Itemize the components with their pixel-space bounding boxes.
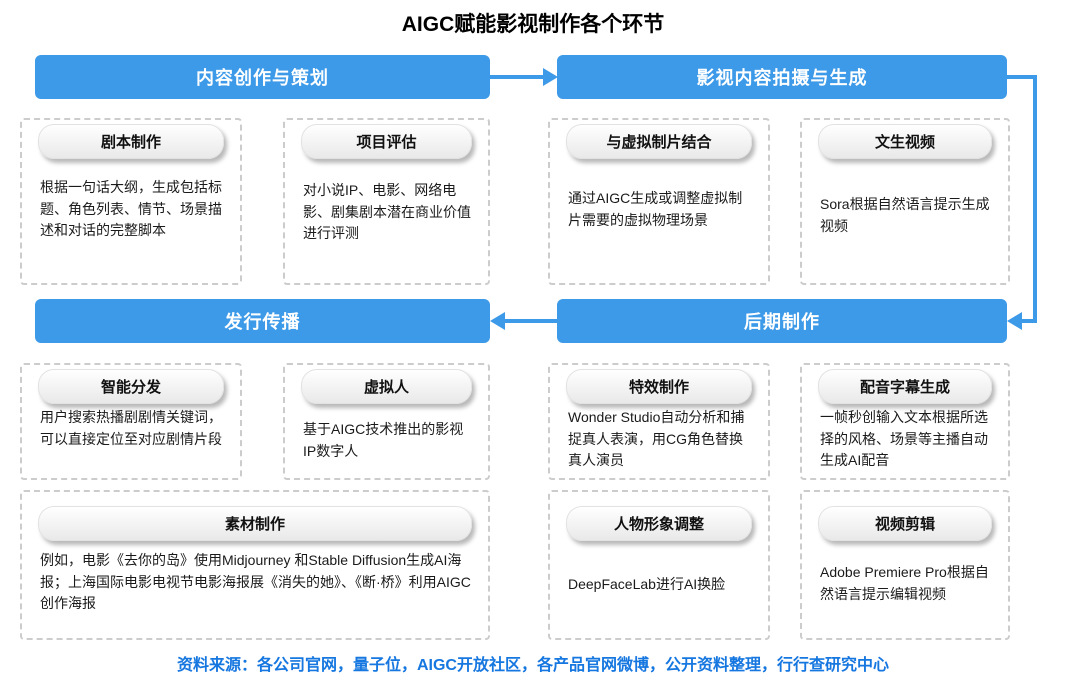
card-script-desc: 根据一句话大纲，生成包括标题、角色列表、情节、场景描述和对话的完整脚本 xyxy=(40,179,222,239)
card-dubbing-desc: 一帧秒创输入文本根据所选择的风格、场景等主播自动生成AI配音 xyxy=(820,409,988,469)
card-smart-distribution-desc: 用户搜索热播剧剧情关键词，可以直接定位至对应剧情片段 xyxy=(40,409,222,447)
card-smart-distribution-title: 智能分发 xyxy=(38,369,224,404)
card-vfx-title: 特效制作 xyxy=(566,369,752,404)
card-material-desc: 例如，电影《去你的岛》使用Midjourney 和Stable Diffusio… xyxy=(40,552,471,612)
card-video-edit-desc: Adobe Premiere Pro根据自然语言提示编辑视频 xyxy=(820,564,989,602)
page-title: AIGC赋能影视制作各个环节 xyxy=(401,13,665,36)
card-video-edit-title: 视频剪辑 xyxy=(818,506,992,541)
flow-arrow-bottom-head-icon xyxy=(490,312,505,330)
card-evaluation-desc: 对小说IP、电影、网络电影、剧集剧本潜在商业价值进行评测 xyxy=(303,182,471,242)
card-virtual-human: 虚拟人 基于AIGC技术推出的影视IP数字人 xyxy=(283,363,490,480)
card-virtual-production: 与虚拟制片结合 通过AIGC生成或调整虚拟制片需要的虚拟物理场景 xyxy=(548,118,770,285)
card-material: 素材制作 例如，电影《去你的岛》使用Midjourney 和Stable Dif… xyxy=(20,490,490,640)
card-material-title: 素材制作 xyxy=(38,506,472,541)
card-smart-distribution: 智能分发 用户搜索热播剧剧情关键词，可以直接定位至对应剧情片段 xyxy=(20,363,242,480)
card-face-adjust-desc: DeepFaceLab进行AI换脸 xyxy=(568,576,726,592)
card-vfx: 特效制作 Wonder Studio自动分析和捕捉真人表演，用CG角色替换真人演… xyxy=(548,363,770,480)
card-face-adjust: 人物形象调整 DeepFaceLab进行AI换脸 xyxy=(548,490,770,640)
card-text-to-video-desc: Sora根据自然语言提示生成视频 xyxy=(820,196,990,234)
section-header-distribution: 发行传播 xyxy=(35,299,490,343)
card-evaluation: 项目评估 对小说IP、电影、网络电影、剧集剧本潜在商业价值进行评测 xyxy=(283,118,490,285)
section-header-shooting: 影视内容拍摄与生成 xyxy=(557,55,1007,99)
card-script: 剧本制作 根据一句话大纲，生成包括标题、角色列表、情节、场景描述和对话的完整脚本 xyxy=(20,118,242,285)
source-note: 资料来源：各公司官网，量子位，AIGC开放社区，各产品官网微博，公开资料整理，行… xyxy=(176,657,889,674)
flow-arrow-top-line xyxy=(490,75,543,79)
card-vfx-desc: Wonder Studio自动分析和捕捉真人表演，用CG角色替换真人演员 xyxy=(568,409,745,469)
card-virtual-human-title: 虚拟人 xyxy=(301,369,472,404)
card-dubbing-title: 配音字幕生成 xyxy=(818,369,992,404)
card-virtual-human-desc: 基于AIGC技术推出的影视IP数字人 xyxy=(303,421,464,459)
flow-arrow-elbow-vertical-line xyxy=(1033,75,1037,323)
card-script-title: 剧本制作 xyxy=(38,124,224,159)
flow-arrow-elbow-top-line xyxy=(1007,75,1037,79)
section-header-creation: 内容创作与策划 xyxy=(35,55,490,99)
flow-arrow-top-head-icon xyxy=(543,68,558,86)
card-text-to-video: 文生视频 Sora根据自然语言提示生成视频 xyxy=(800,118,1010,285)
card-face-adjust-title: 人物形象调整 xyxy=(566,506,752,541)
flow-arrow-elbow-head-icon xyxy=(1007,312,1022,330)
card-video-edit: 视频剪辑 Adobe Premiere Pro根据自然语言提示编辑视频 xyxy=(800,490,1010,640)
flow-arrow-bottom-line xyxy=(504,319,557,323)
card-text-to-video-title: 文生视频 xyxy=(818,124,992,159)
card-dubbing: 配音字幕生成 一帧秒创输入文本根据所选择的风格、场景等主播自动生成AI配音 xyxy=(800,363,1010,480)
section-header-post: 后期制作 xyxy=(557,299,1007,343)
card-virtual-production-desc: 通过AIGC生成或调整虚拟制片需要的虚拟物理场景 xyxy=(568,190,743,228)
flow-arrow-elbow-bottom-line xyxy=(1021,319,1037,323)
card-virtual-production-title: 与虚拟制片结合 xyxy=(566,124,752,159)
card-evaluation-title: 项目评估 xyxy=(301,124,472,159)
